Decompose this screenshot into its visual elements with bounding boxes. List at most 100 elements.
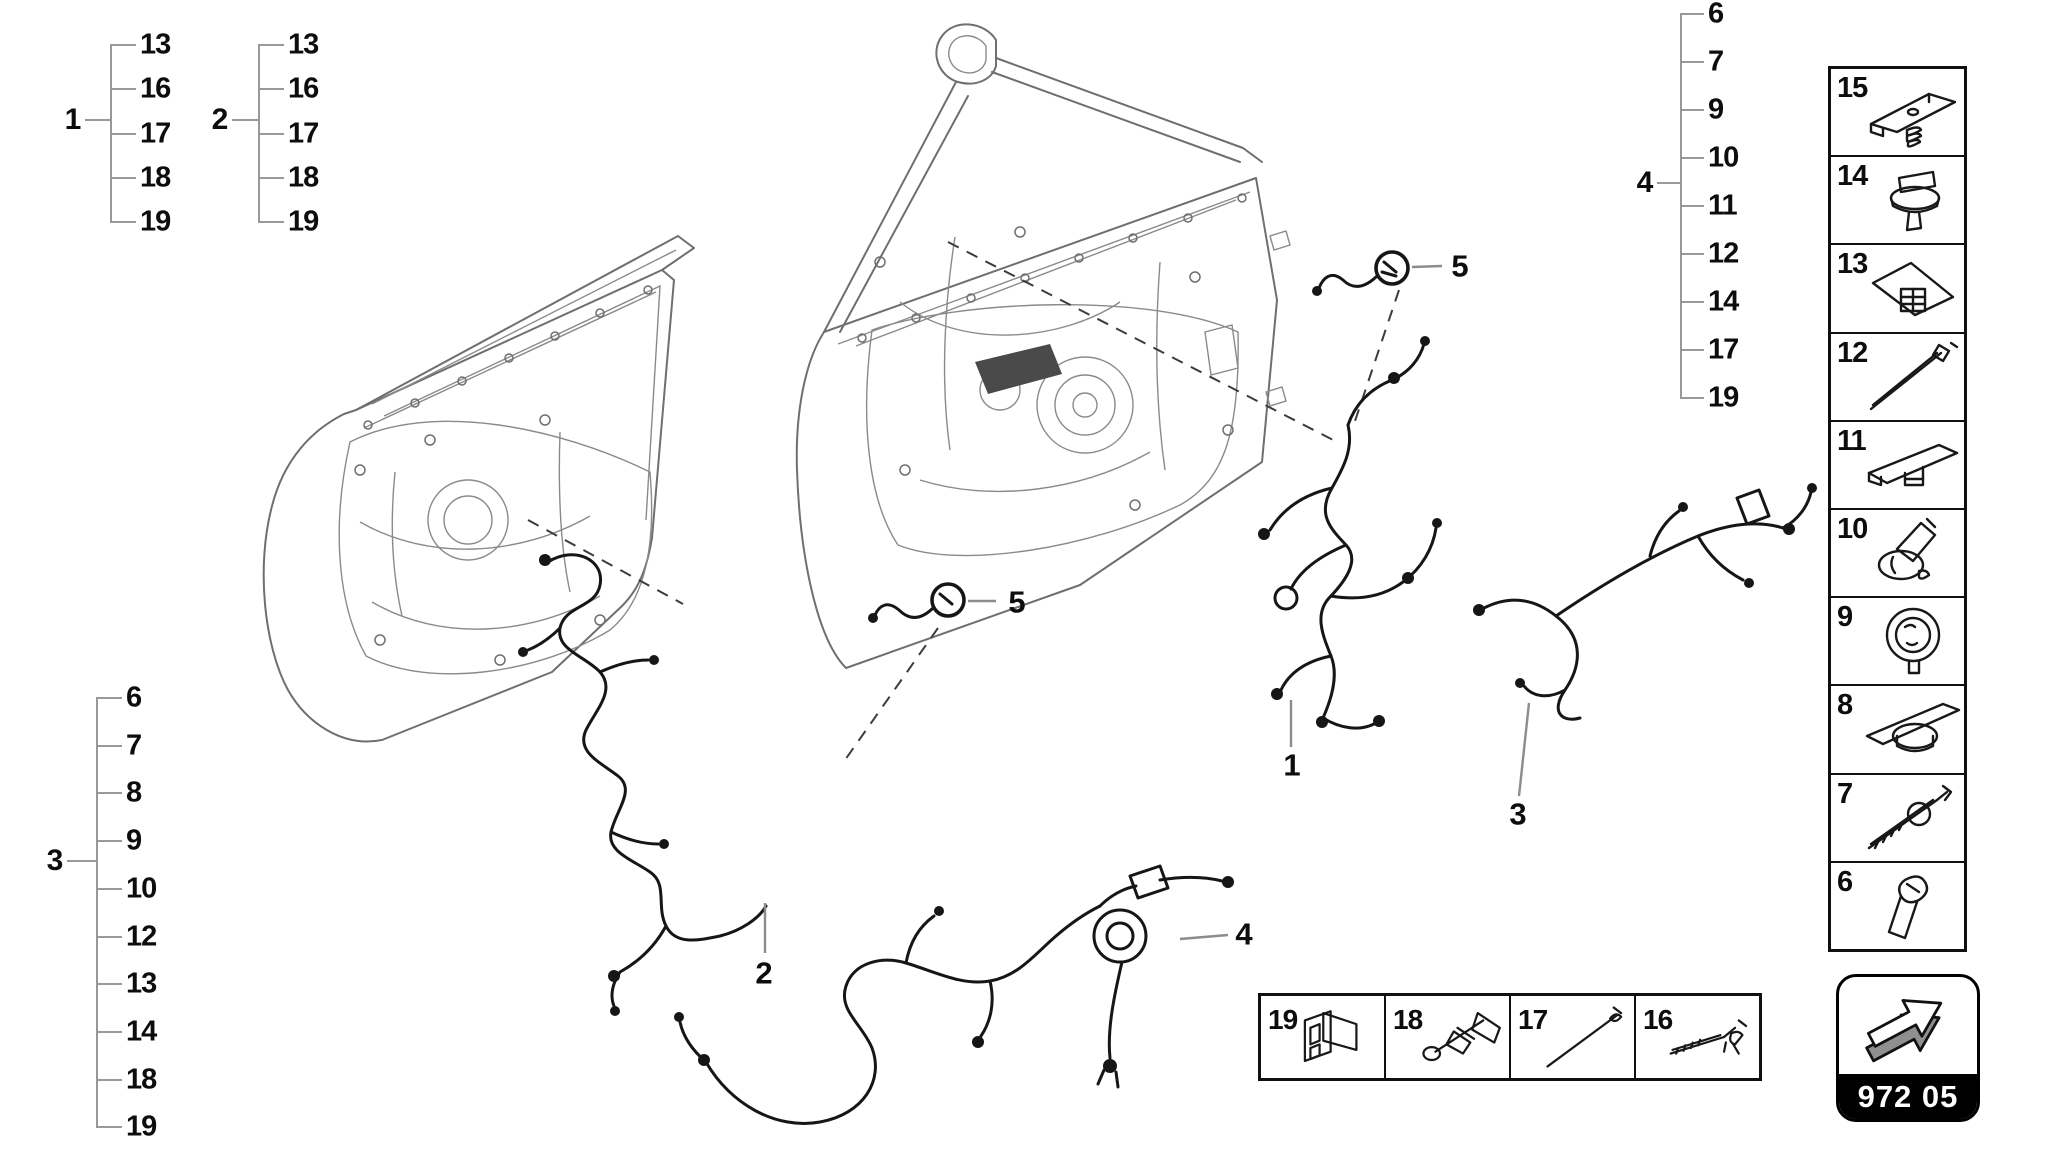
bottom-part-cell-17[interactable]: 17 bbox=[1511, 996, 1636, 1078]
callout-item-number[interactable]: 8 bbox=[126, 776, 142, 809]
callout-label-connector bbox=[1657, 182, 1680, 184]
sidebar-part-cell-11[interactable]: 11 bbox=[1831, 422, 1964, 511]
sidebar-part-cell-15[interactable]: 15 bbox=[1831, 69, 1964, 158]
sidebar-part-cell-9[interactable]: 9 bbox=[1831, 598, 1964, 687]
callout-item-tick bbox=[110, 132, 136, 135]
cable-tie-straight-icon bbox=[1542, 999, 1634, 1075]
sidebar-part-cell-12[interactable]: 12 bbox=[1831, 334, 1964, 422]
sidebar-part-cell-6[interactable]: 6 bbox=[1831, 863, 1964, 949]
callout-item-number[interactable]: 19 bbox=[1708, 381, 1739, 414]
callout-item-tick bbox=[96, 792, 122, 795]
callout-group-label-3: 3 bbox=[46, 844, 64, 877]
callout-item-tick bbox=[1680, 349, 1704, 351]
push-rivet-icon bbox=[1863, 160, 1963, 240]
harness-label-4[interactable]: 4 bbox=[1235, 916, 1253, 952]
rail-mount-icon bbox=[1863, 425, 1963, 505]
bottom-part-cell-18[interactable]: 18 bbox=[1386, 996, 1511, 1078]
callout-item-tick bbox=[96, 840, 122, 843]
callout-item-tick bbox=[1680, 397, 1704, 399]
callout-item-number[interactable]: 9 bbox=[1708, 93, 1724, 126]
sidebar-part-number: 15 bbox=[1837, 72, 1868, 104]
callout-item-tick bbox=[258, 176, 284, 179]
callout-item-tick bbox=[258, 132, 284, 135]
callout-item-number[interactable]: 7 bbox=[1708, 45, 1724, 78]
sidebar-part-number: 7 bbox=[1837, 777, 1853, 810]
callout-item-number[interactable]: 13 bbox=[126, 967, 157, 1000]
callout-item-number[interactable]: 13 bbox=[288, 28, 319, 61]
callout-item-tick bbox=[1680, 301, 1704, 303]
bottom-part-cell-19[interactable]: 19 bbox=[1261, 996, 1386, 1078]
callout-item-number[interactable]: 9 bbox=[126, 824, 142, 857]
callout-item-tick bbox=[96, 697, 122, 699]
harness-1-drawing bbox=[1258, 336, 1442, 730]
callout-item-number[interactable]: 6 bbox=[1708, 0, 1724, 30]
sidebar-part-number: 6 bbox=[1837, 865, 1853, 898]
callout-item-tick bbox=[110, 221, 136, 224]
callout-item-tick bbox=[1680, 61, 1704, 63]
page-code-band: 972 05 bbox=[1839, 1074, 1977, 1119]
sidebar-part-number: 11 bbox=[1837, 424, 1867, 457]
bottom-part-number: 17 bbox=[1518, 1004, 1548, 1035]
label-leader-lines bbox=[763, 264, 1531, 953]
callout-item-number[interactable]: 12 bbox=[1708, 237, 1739, 270]
sidebar-part-cell-7[interactable]: 7 bbox=[1831, 775, 1964, 863]
page-code-badge[interactable]: 972 05 bbox=[1836, 974, 1980, 1122]
callout-item-number[interactable]: 19 bbox=[126, 1110, 157, 1143]
callout-item-tick bbox=[110, 44, 136, 46]
connector-box-icon bbox=[1292, 999, 1384, 1075]
callout-item-tick bbox=[96, 983, 122, 986]
callout-item-number[interactable]: 7 bbox=[126, 729, 142, 762]
callout-item-number[interactable]: 16 bbox=[140, 72, 171, 105]
callout-item-number[interactable]: 19 bbox=[140, 205, 171, 238]
callout-item-tick bbox=[258, 44, 284, 46]
sidebar-part-number: 12 bbox=[1837, 336, 1868, 369]
harness-5-mid-drawing bbox=[868, 582, 966, 623]
callout-item-number[interactable]: 17 bbox=[140, 117, 171, 150]
screw-tie-icon bbox=[1863, 778, 1963, 858]
callout-label-connector bbox=[67, 860, 96, 862]
harness-5-upper-drawing bbox=[1312, 250, 1410, 296]
callout-item-number[interactable]: 13 bbox=[140, 28, 171, 61]
callout-item-number[interactable]: 10 bbox=[1708, 141, 1739, 174]
callout-label-connector bbox=[232, 119, 258, 121]
callout-item-number[interactable]: 14 bbox=[126, 1015, 157, 1048]
sidebar-part-cell-10[interactable]: 10 bbox=[1831, 510, 1964, 599]
harness-label-3[interactable]: 3 bbox=[1509, 796, 1527, 832]
callout-item-number[interactable]: 17 bbox=[288, 117, 319, 150]
callout-item-number[interactable]: 10 bbox=[126, 872, 157, 905]
harness-label-5[interactable]: 5 bbox=[1008, 584, 1026, 620]
rear-door-drawing bbox=[262, 235, 695, 743]
callout-item-number[interactable]: 6 bbox=[126, 681, 142, 714]
harness-label-2[interactable]: 2 bbox=[755, 955, 773, 991]
callout-bracket-line bbox=[96, 698, 98, 1128]
callout-group-label-1: 1 bbox=[64, 103, 82, 136]
callout-item-number[interactable]: 17 bbox=[1708, 333, 1739, 366]
sidebar-part-cell-13[interactable]: 13 bbox=[1831, 245, 1964, 334]
bracket-clip-icon bbox=[1863, 249, 1963, 329]
sidebar-part-cell-14[interactable]: 14 bbox=[1831, 157, 1964, 246]
rail-grommet-icon bbox=[1863, 690, 1963, 770]
tie-fir-clip-icon bbox=[1667, 999, 1759, 1075]
callout-item-number[interactable]: 11 bbox=[1708, 189, 1738, 222]
callout-item-tick bbox=[96, 1030, 122, 1033]
callout-label-connector bbox=[85, 119, 110, 121]
harness-label-5[interactable]: 5 bbox=[1451, 248, 1469, 284]
callout-item-tick bbox=[96, 935, 122, 938]
callout-item-number[interactable]: 14 bbox=[1708, 285, 1739, 318]
callout-item-tick bbox=[258, 88, 284, 91]
cable-tie-long-icon bbox=[1863, 337, 1963, 417]
arrow-up-right-icon bbox=[1865, 999, 1943, 1063]
callout-item-number[interactable]: 19 bbox=[288, 205, 319, 238]
callout-item-number[interactable]: 18 bbox=[140, 161, 171, 194]
callout-item-tick bbox=[96, 1078, 122, 1081]
callout-item-number[interactable]: 16 bbox=[288, 72, 319, 105]
sidebar-part-number: 10 bbox=[1837, 513, 1868, 546]
sidebar-part-cell-8[interactable]: 8 bbox=[1831, 686, 1964, 775]
callout-item-number[interactable]: 12 bbox=[126, 920, 157, 952]
harness-label-1[interactable]: 1 bbox=[1283, 747, 1301, 783]
callout-item-number[interactable]: 18 bbox=[126, 1063, 157, 1096]
callout-item-number[interactable]: 18 bbox=[288, 161, 319, 194]
bottom-part-cell-16[interactable]: 16 bbox=[1636, 996, 1759, 1078]
